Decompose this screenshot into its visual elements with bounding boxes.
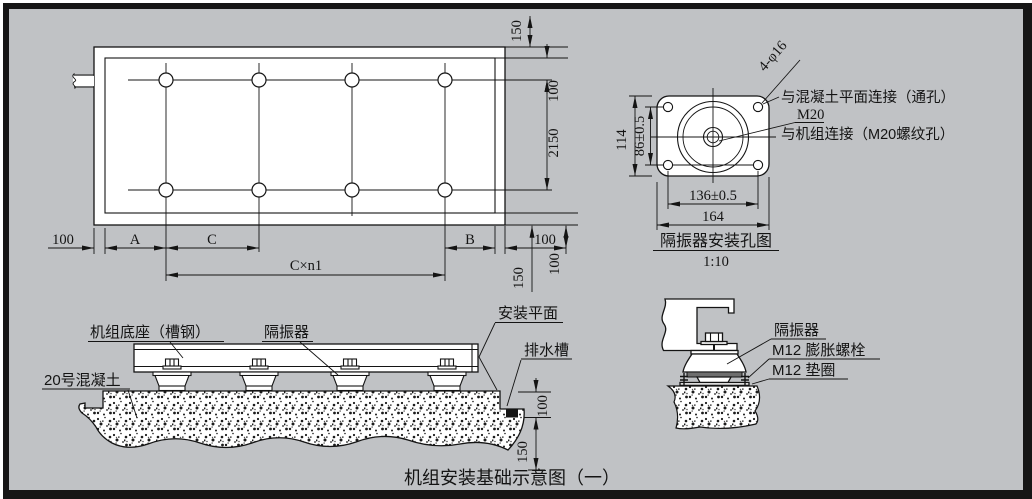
isolator-unit [239, 358, 279, 392]
label-isolator-section: 隔振器 [264, 324, 309, 341]
hole-view-scale: 1:10 [703, 254, 729, 270]
hole-column-centerlines [165, 63, 446, 281]
detail-isolator-rubber-band [686, 371, 743, 378]
pipe-stub-break-line [72, 73, 77, 89]
leader-drain-channel [506, 358, 572, 407]
label-unit-connection: 与机组连接（M20螺纹孔） [781, 126, 954, 143]
pipe-stub-fill [73, 75, 94, 87]
extension-lines-right [495, 46, 578, 226]
leader-washer [751, 378, 848, 385]
dim-c: C [207, 232, 217, 248]
dim-164: 164 [702, 209, 725, 225]
dim-left-100: 100 [52, 232, 74, 248]
dim-86: 86±0.5 [632, 116, 648, 157]
dim-below-150: 150 [515, 441, 531, 463]
isolator-hole-view: 4-φ16 与混凝土平面连接（通孔） M20 与机组连接（M20螺纹孔） 114… [614, 38, 955, 270]
leader-mounting-plane [478, 322, 563, 391]
dim-b: B [465, 232, 475, 248]
leader-corner-holes [761, 59, 801, 104]
label-concrete-connection: 与混凝土平面连接（通孔） [781, 89, 955, 106]
extension-lines-bottom [93, 226, 567, 254]
anchor-holes [158, 72, 453, 198]
isolators-row [152, 358, 467, 392]
expansion-bolt-left [680, 373, 688, 385]
center-hole-inner [706, 130, 720, 144]
leader-expansion-bolt [747, 358, 880, 379]
isolator-unit [152, 358, 192, 392]
leader-isolator-detail [726, 338, 826, 365]
dim-bottom-150: 150 [511, 267, 527, 289]
hole-view-caption: 隔振器安装孔图 [660, 232, 772, 250]
dim-drain-100: 100 [535, 395, 551, 417]
detail-isolator-dome [682, 353, 747, 373]
label-washer: M12 垫圈 [772, 362, 835, 379]
center-hole-outer [702, 126, 724, 148]
isolator-unit [330, 358, 370, 392]
dim-114: 114 [614, 129, 630, 151]
label-m20: M20 [797, 107, 824, 123]
dim-top-150: 150 [509, 20, 525, 42]
leader-concrete-20 [42, 388, 138, 419]
channel-steel-beam [133, 343, 479, 373]
drain-gutter [506, 409, 518, 418]
pipe-stub [74, 74, 94, 88]
flange-ext-left [629, 95, 663, 177]
dim-136: 136±0.5 [689, 188, 737, 204]
detail-isolator-base-plate [679, 381, 750, 386]
label-isolator-detail: 隔振器 [774, 322, 819, 339]
drawing-title: 机组安装基础示意图（一） [404, 468, 620, 488]
leader-concrete-connection [762, 96, 780, 105]
hole-row-centerlines [128, 79, 552, 191]
expansion-bolt-right [741, 373, 749, 385]
leader-isolator-section [262, 341, 339, 376]
beam-flange-lines [134, 344, 478, 372]
flange-corner-holes [662, 101, 764, 171]
dim-a: A [130, 232, 141, 248]
frame-outline [104, 57, 496, 214]
label-mounting-plane: 安装平面 [498, 305, 558, 322]
section-view: 机组底座（槽钢） 隔振器 20号混凝土 安装平面 排水槽 100 150 [42, 305, 572, 471]
label-drain-channel: 排水槽 [524, 342, 569, 359]
dim-right-100: 100 [546, 80, 562, 102]
bolt-nut [704, 332, 724, 343]
plan-view: 100 A C B 100 C×n1 150 100 2150 100 150 [48, 16, 578, 292]
isolator-inner-circle [682, 106, 744, 168]
concrete-section [78, 390, 525, 451]
detail-isolator-foot [695, 376, 733, 384]
detail-channel-steel [661, 298, 738, 352]
dim-cxn1: C×n1 [290, 258, 322, 274]
bolt-nut-facets [709, 333, 720, 342]
label-expansion-bolt: M12 膨胀螺栓 [772, 342, 865, 359]
detail-view: 隔振器 M12 膨胀螺栓 M12 垫圈 [661, 298, 880, 430]
leader-unit-base [88, 341, 224, 359]
isolator-body-circle [676, 100, 750, 174]
label-unit-base: 机组底座（槽钢） [90, 324, 210, 341]
dim-bottom-100: 100 [547, 253, 563, 275]
label-concrete-20: 20号混凝土 [44, 372, 121, 389]
leader-m20 [718, 122, 824, 142]
isolator-unit [427, 358, 467, 392]
detail-concrete [666, 385, 761, 430]
dim-right-2150: 2150 [546, 129, 562, 158]
dim-offset-100: 100 [534, 232, 556, 248]
flange-ext-bottom [656, 171, 770, 230]
